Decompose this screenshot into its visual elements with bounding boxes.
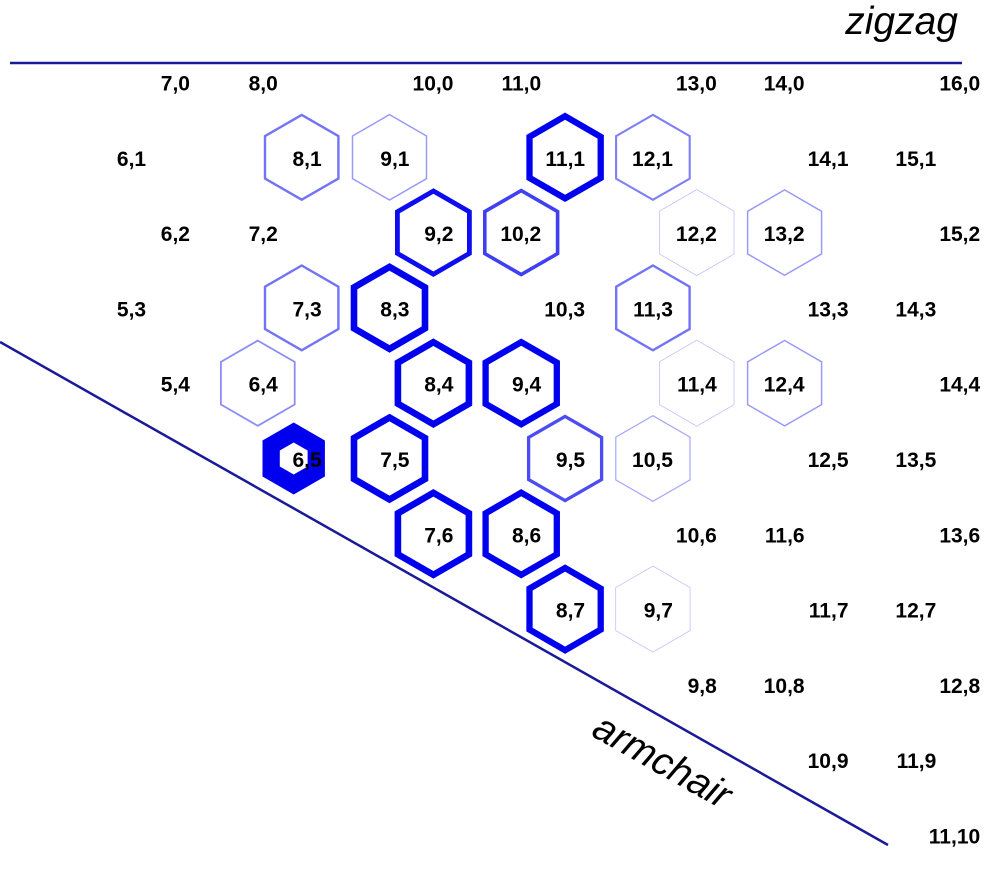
- label-14-1: 14,1: [808, 148, 849, 171]
- hexagon-11-4: [659, 339, 735, 427]
- label-11-10: 11,10: [929, 826, 980, 849]
- label-12-1: 12,1: [632, 148, 673, 171]
- label-10-3: 10,3: [544, 298, 585, 321]
- label-8-0: 8,0: [249, 73, 278, 96]
- label-10-2: 10,2: [500, 223, 541, 246]
- label-11-3: 11,3: [633, 298, 673, 321]
- label-8-1: 8,1: [292, 148, 322, 171]
- hexagon-9-5: [526, 414, 604, 503]
- label-11-7: 11,7: [809, 600, 849, 623]
- label-14-3: 14,3: [895, 298, 936, 321]
- label-13-3: 13,3: [808, 298, 849, 321]
- hexagon-7-5: [350, 413, 429, 504]
- label-6-2: 6,2: [161, 223, 190, 246]
- label-8-3: 8,3: [380, 298, 409, 321]
- label-14-4: 14,4: [939, 374, 980, 397]
- label-8-7: 8,7: [556, 600, 585, 623]
- label-6-1: 6,1: [117, 148, 147, 171]
- hexagon-8-6: [482, 489, 560, 579]
- hexagon-9-2: [394, 188, 472, 277]
- label-11-6: 11,6: [765, 524, 805, 547]
- label-16-0: 16,0: [939, 73, 980, 96]
- label-11-9: 11,9: [897, 750, 937, 773]
- label-13-2: 13,2: [764, 223, 805, 246]
- hexagon-10-2: [482, 188, 560, 277]
- label-11-0: 11,0: [501, 73, 541, 96]
- hexagon-11-1: [526, 112, 604, 203]
- label-12-4: 12,4: [764, 374, 805, 397]
- label-10-5: 10,5: [632, 449, 673, 472]
- label-12-8: 12,8: [939, 675, 980, 698]
- hexagon-12-1: [615, 113, 691, 202]
- label-9-2: 9,2: [424, 223, 453, 246]
- hexagon-9-7: [615, 565, 691, 653]
- label-11-4: 11,4: [677, 374, 717, 397]
- label-7-6: 7,6: [424, 524, 453, 547]
- label-7-5: 7,5: [380, 449, 410, 472]
- label-12-7: 12,7: [895, 600, 936, 623]
- label-8-4: 8,4: [424, 374, 454, 397]
- hexagon-8-1: [263, 113, 340, 202]
- hexagon-6-4: [219, 339, 296, 427]
- label-13-5: 13,5: [895, 449, 936, 472]
- label-6-5: 6,5: [292, 449, 322, 472]
- label-7-0: 7,0: [161, 73, 190, 96]
- label-15-2: 15,2: [939, 223, 980, 246]
- label-8-6: 8,6: [512, 524, 541, 547]
- label-9-1: 9,1: [380, 148, 410, 171]
- label-12-5: 12,5: [808, 449, 849, 472]
- label-10-0: 10,0: [413, 73, 454, 96]
- label-7-3: 7,3: [292, 298, 321, 321]
- hexagon-11-3: [615, 264, 691, 352]
- hexagon-8-7: [526, 564, 604, 654]
- hexagon-layer: [219, 112, 823, 654]
- label-layer: 7,0 8,0 10,0 11,0 13,0 14,0 16,0 6,1 8,1 9,1 11,1 1…: [117, 73, 981, 849]
- label-10-8: 10,8: [764, 675, 805, 698]
- hexagon-10-5: [615, 415, 691, 502]
- label-13-0: 13,0: [676, 73, 717, 96]
- hexagon-12-4: [746, 339, 823, 427]
- label-13-6: 13,6: [939, 524, 980, 547]
- hexagon-12-2: [659, 189, 735, 277]
- hexagon-13-2: [746, 189, 823, 277]
- label-10-9: 10,9: [808, 750, 849, 773]
- label-9-7: 9,7: [644, 600, 673, 623]
- label-6-4: 6,4: [249, 374, 279, 397]
- label-7-2: 7,2: [249, 223, 278, 246]
- label-14-0: 14,0: [764, 73, 805, 96]
- armchair-line: [0, 340, 889, 847]
- label-12-2: 12,2: [676, 223, 717, 246]
- label-9-5: 9,5: [556, 449, 586, 472]
- label-10-6: 10,6: [676, 524, 717, 547]
- label-9-4: 9,4: [512, 374, 542, 397]
- hexagon-9-4: [482, 338, 560, 428]
- hexagon-hole-6-5: [279, 442, 308, 475]
- label-11-1: 11,1: [545, 148, 585, 171]
- hexagon-9-1: [351, 113, 428, 201]
- hexagon-8-3: [350, 263, 429, 353]
- hexagon-8-4: [394, 338, 473, 429]
- label-5-3: 5,3: [117, 298, 146, 321]
- label-9-8: 9,8: [688, 675, 718, 698]
- label-5-4: 5,4: [161, 374, 191, 397]
- hexagon-7-6: [394, 488, 473, 579]
- label-15-1: 15,1: [895, 148, 936, 171]
- hexagon-7-3: [263, 264, 340, 352]
- armchair-label: armchair: [586, 705, 741, 818]
- zigzag-label: zigzag: [844, 0, 958, 43]
